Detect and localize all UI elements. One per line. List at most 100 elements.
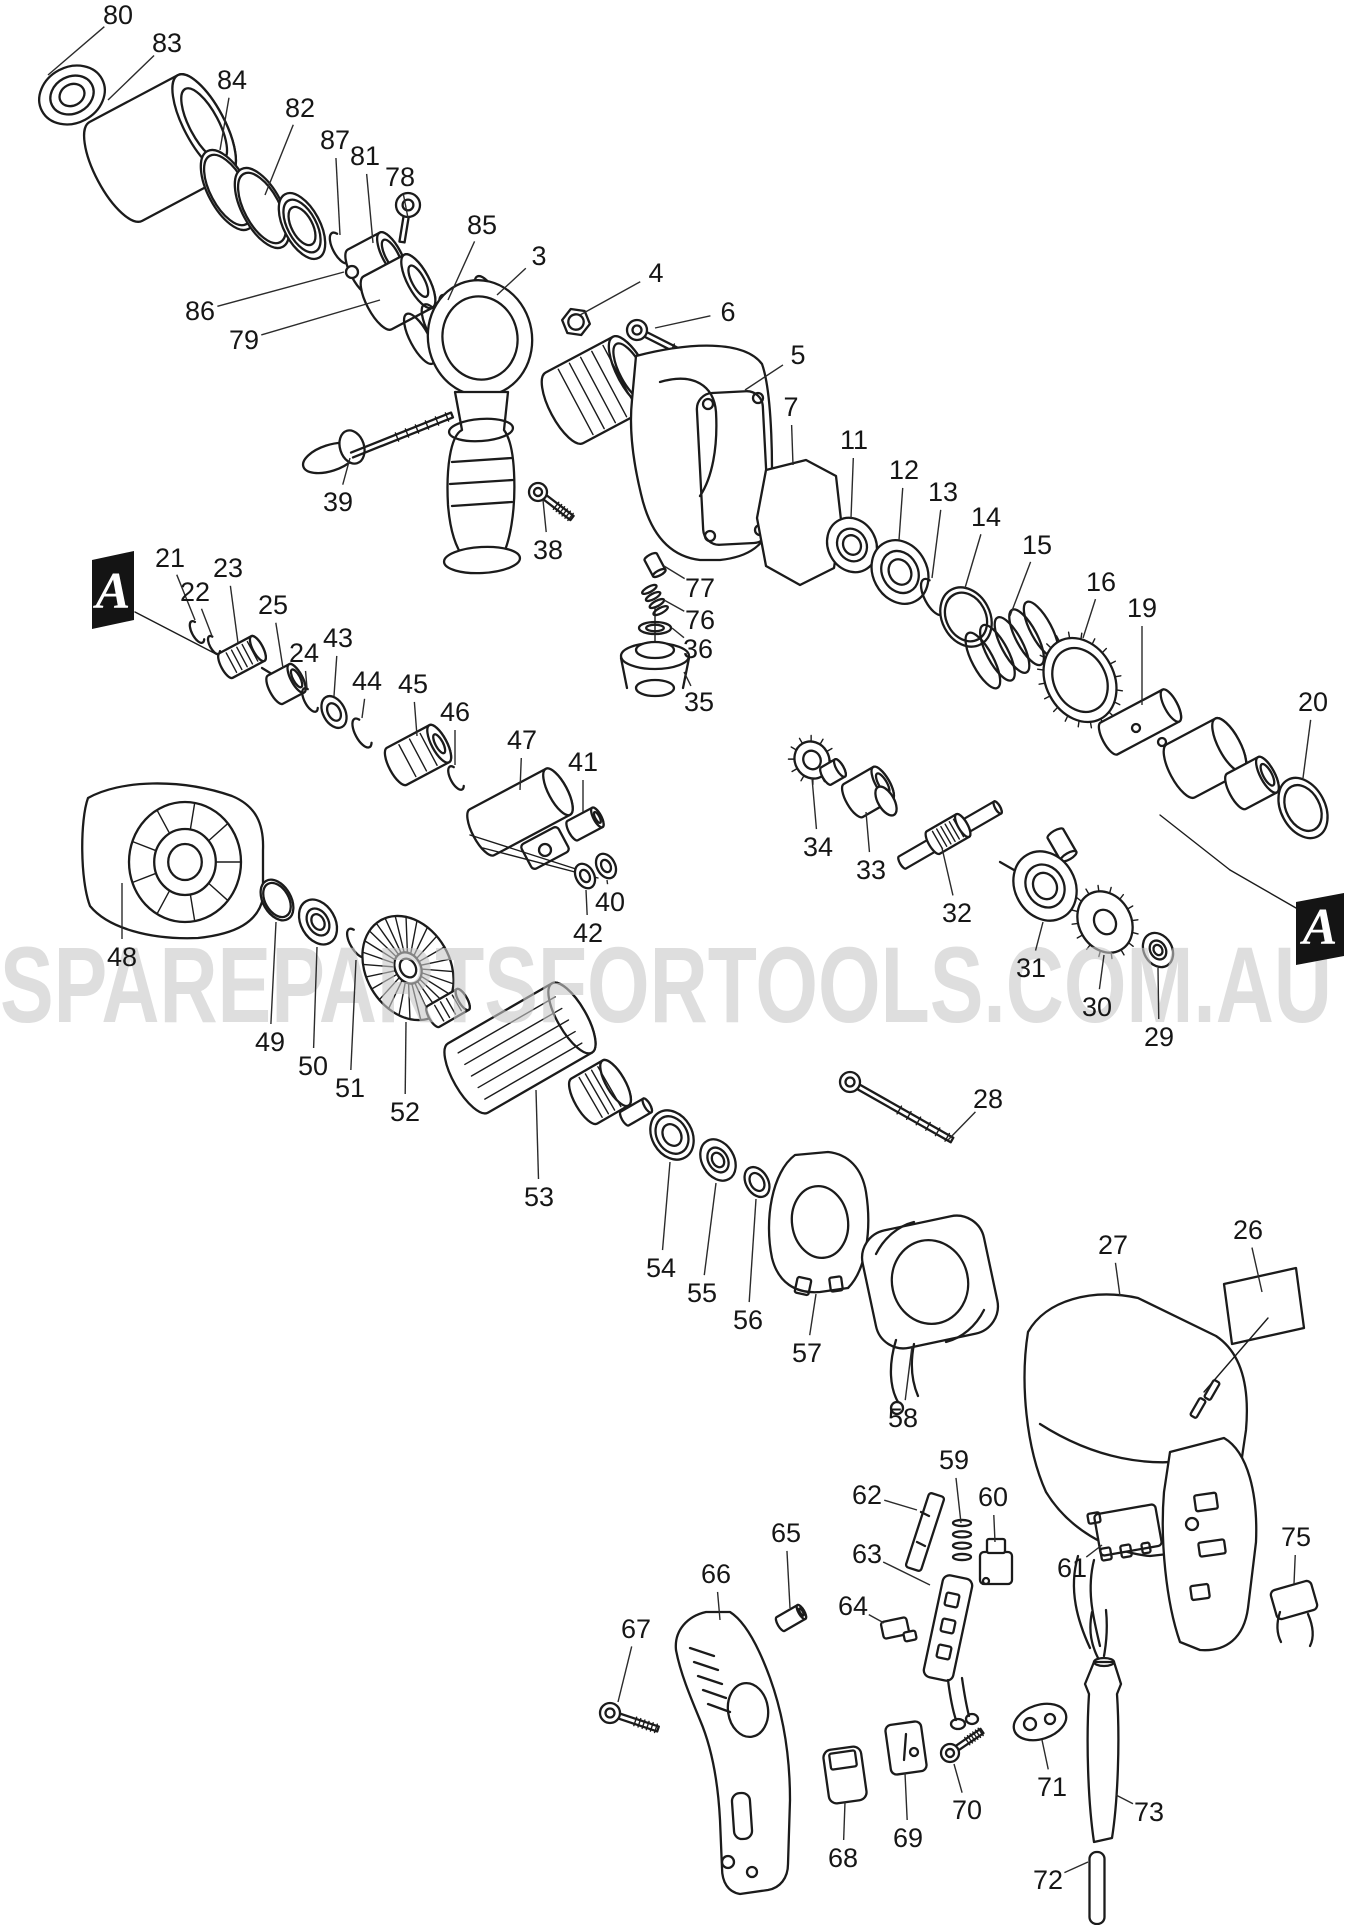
leader-line-87 xyxy=(335,157,341,236)
part-label-23: 23 xyxy=(213,553,243,583)
part-23-adjusting-screw xyxy=(217,634,267,680)
part-73-cord-guard xyxy=(1083,1660,1123,1844)
part-label-61: 61 xyxy=(1057,1553,1087,1583)
leader-line-35 xyxy=(683,671,692,687)
part-25-sleeve xyxy=(265,662,307,706)
part-33-flange xyxy=(874,785,898,817)
part-label-57: 57 xyxy=(792,1338,822,1368)
art-detail xyxy=(889,1400,905,1416)
part-label-79: 79 xyxy=(229,325,259,355)
leader-line-12 xyxy=(898,487,904,541)
art-detail xyxy=(1184,1516,1200,1532)
leader-line-78 xyxy=(402,194,409,219)
leader-line-84 xyxy=(219,97,230,151)
part-label-21: 21 xyxy=(155,543,185,573)
part-label-59: 59 xyxy=(939,1445,969,1475)
art-detail xyxy=(998,860,1016,872)
leader-line-36 xyxy=(671,627,685,639)
art-detail xyxy=(943,1591,961,1609)
part-53-armature xyxy=(443,981,597,1115)
art-detail xyxy=(793,1275,813,1297)
leader-line-13 xyxy=(931,509,942,579)
leader-line-79 xyxy=(261,299,381,336)
section-marker-a-right: A xyxy=(1296,893,1344,965)
part-label-83: 83 xyxy=(152,28,182,58)
part-39-wing-bolt xyxy=(349,411,455,459)
part-label-3: 3 xyxy=(531,241,546,271)
part-label-30: 30 xyxy=(1082,992,1112,1022)
part-label-86: 86 xyxy=(185,296,215,326)
leader-line-47 xyxy=(519,757,522,791)
part-80-cap xyxy=(38,64,106,126)
part-11-bearing xyxy=(825,516,879,574)
part-64-lock-piece xyxy=(879,1616,911,1640)
leader-line-55 xyxy=(703,1182,717,1276)
section-marker-right-label: A xyxy=(1300,899,1338,956)
part-label-54: 54 xyxy=(646,1253,676,1283)
art-detail xyxy=(828,1749,858,1771)
part-label-55: 55 xyxy=(687,1278,717,1308)
part-63-slider xyxy=(922,1574,974,1682)
leader-line-22 xyxy=(200,608,213,637)
leader-line-38 xyxy=(542,499,547,533)
leader-line-69 xyxy=(904,1772,908,1821)
part-50-bearing xyxy=(297,898,339,946)
leader-line-25 xyxy=(275,622,284,669)
part-28-screw xyxy=(838,1070,955,1144)
part-label-53: 53 xyxy=(524,1182,554,1212)
part-32-helical-gear xyxy=(924,812,972,856)
leader-line-59 xyxy=(955,1477,962,1524)
art-detail xyxy=(688,1646,732,1714)
leader-line-39 xyxy=(342,457,351,485)
leader-line-24 xyxy=(304,670,308,689)
art-detail xyxy=(949,1717,967,1731)
leader-line-54 xyxy=(661,1161,671,1251)
part-45-plunger xyxy=(383,723,453,787)
part-label-81: 81 xyxy=(350,141,380,171)
art-detail xyxy=(828,1275,844,1293)
part-60-switch-button xyxy=(985,1537,1007,1555)
part-label-49: 49 xyxy=(255,1027,285,1057)
part-49-ring xyxy=(259,878,295,922)
part-5-collar xyxy=(540,335,656,445)
part-label-19: 19 xyxy=(1127,593,1157,623)
part-label-41: 41 xyxy=(568,747,598,777)
leader-line-27 xyxy=(1114,1262,1121,1297)
part-46-ring xyxy=(447,765,465,791)
leader-line-68 xyxy=(842,1801,846,1841)
leader-line-42 xyxy=(585,889,588,916)
part-label-60: 60 xyxy=(978,1482,1008,1512)
part-label-72: 72 xyxy=(1033,1865,1063,1895)
leader-line-3 xyxy=(496,267,527,296)
part-label-24: 24 xyxy=(289,638,319,668)
part-16-ring-gear xyxy=(1036,631,1124,729)
part-label-48: 48 xyxy=(107,942,137,972)
leader-line-71 xyxy=(1041,1739,1049,1770)
leader-line-67 xyxy=(617,1646,633,1703)
part-label-36: 36 xyxy=(683,634,713,664)
part-label-75: 75 xyxy=(1281,1522,1311,1552)
part-label-82: 82 xyxy=(285,93,315,123)
leader-line-21 xyxy=(176,574,196,621)
part-label-73: 73 xyxy=(1134,1797,1164,1827)
part-label-35: 35 xyxy=(684,687,714,717)
part-label-50: 50 xyxy=(298,1051,328,1081)
art-detail xyxy=(730,1791,754,1841)
leader-line-61 xyxy=(1085,1544,1103,1558)
leader-line-4 xyxy=(579,281,641,316)
part-14-ring xyxy=(939,586,993,648)
part-38-screw xyxy=(527,481,575,522)
part-71-cord-clip xyxy=(1012,1702,1068,1742)
art-detail xyxy=(751,391,765,405)
part-label-28: 28 xyxy=(973,1084,1003,1114)
art-detail xyxy=(1043,1712,1057,1726)
part-5-face xyxy=(695,390,771,546)
part-label-39: 39 xyxy=(323,487,353,517)
leader-line-72 xyxy=(1064,1861,1089,1874)
art-detail xyxy=(902,1732,908,1762)
part-label-56: 56 xyxy=(733,1305,763,1335)
part-78-button xyxy=(394,191,422,244)
part-label-43: 43 xyxy=(323,623,353,653)
part-58-lead-wires xyxy=(889,1338,920,1404)
